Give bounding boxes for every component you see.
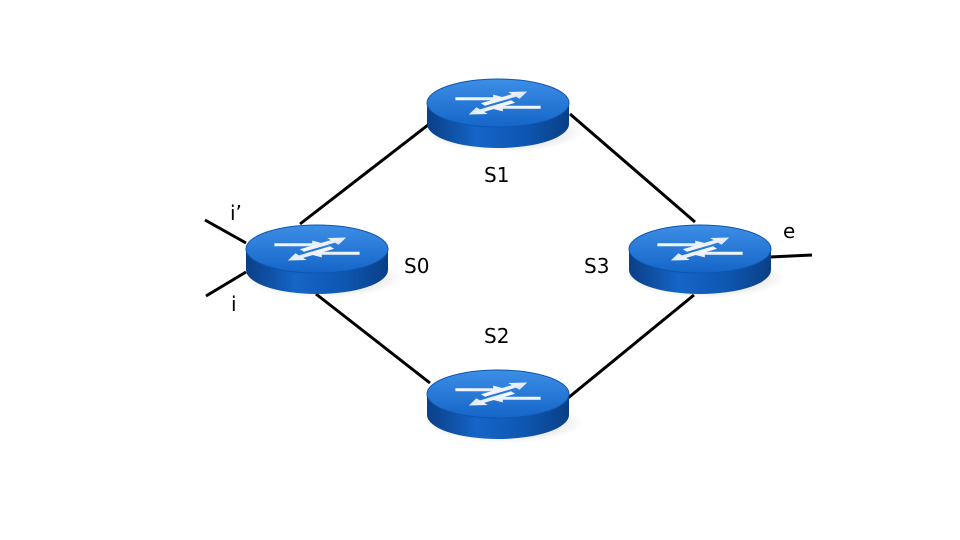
port-line-e [769,253,813,259]
router-icon [455,91,541,115]
router-s2 [425,369,583,443]
routers-group [244,78,785,443]
router-icon [274,237,360,261]
node-label-s0: S0 [404,254,429,278]
link-s0-s1 [299,123,429,226]
router-icon [455,382,541,406]
links-group [299,112,696,400]
node-label-s2: S2 [484,324,509,348]
port-label-i: i [231,292,237,316]
port-label-e: e [783,219,795,243]
router-s3 [627,224,785,298]
router-s0 [244,224,402,298]
port-line-i-prime [204,218,247,245]
ports-group [204,218,813,298]
router-s1 [425,78,583,152]
port-line-i [205,270,247,298]
link-s2-s3 [567,293,695,400]
link-s1-s3 [569,112,696,224]
router-icon [657,237,743,261]
node-label-s1: S1 [484,163,509,187]
node-label-s3: S3 [584,254,609,278]
link-s0-s2 [315,292,431,385]
labels-group: S0 S1 S2 S3 i’ i e [230,163,795,348]
port-label-i-prime: i’ [230,201,242,225]
